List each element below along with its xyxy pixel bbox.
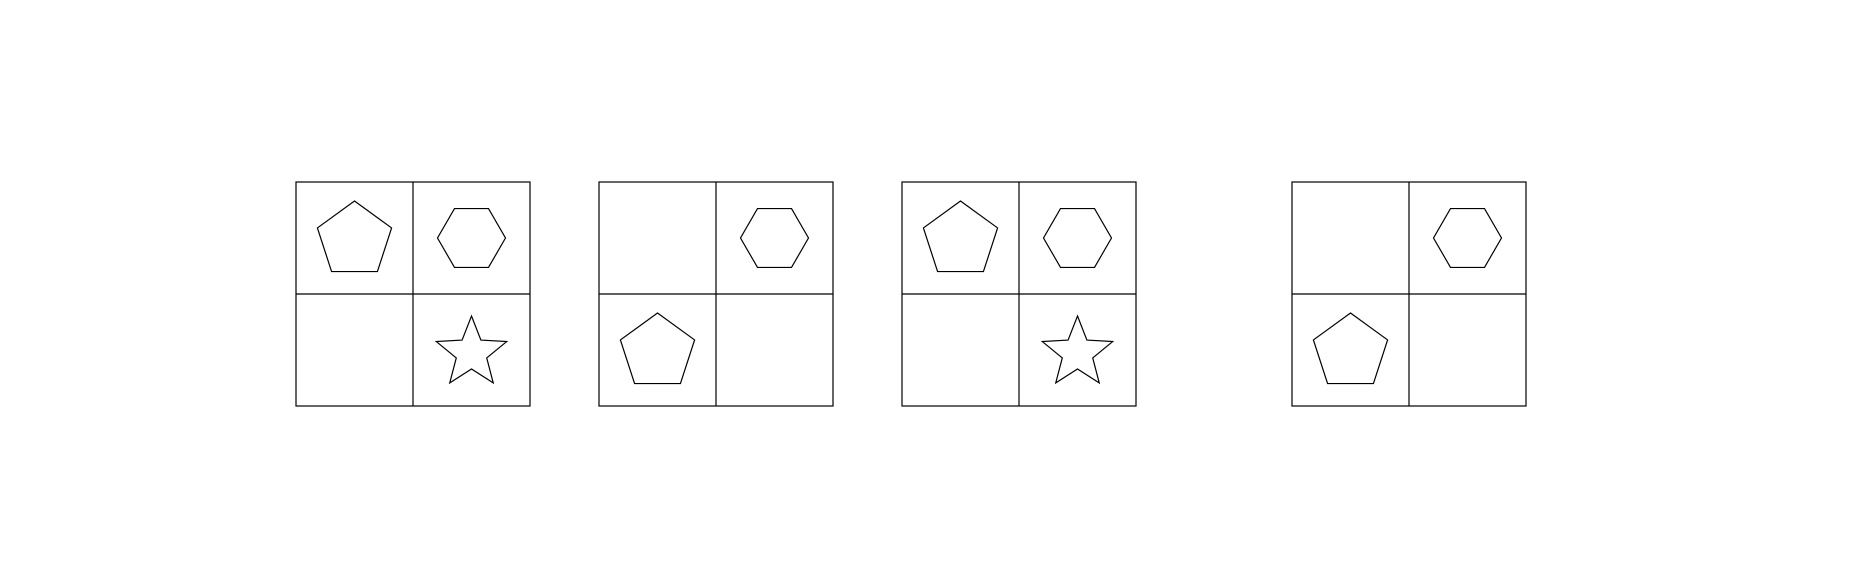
hexagon-icon xyxy=(1432,207,1503,269)
panel-4 xyxy=(1291,181,1527,407)
pentagon-icon xyxy=(619,312,696,385)
grid-cell xyxy=(1312,312,1389,385)
grid-cell xyxy=(619,312,696,385)
star-icon xyxy=(1040,314,1115,385)
pentagon-icon xyxy=(922,200,999,273)
grid-cell xyxy=(1042,207,1113,269)
hexagon-icon xyxy=(436,207,507,269)
star-icon xyxy=(434,314,509,385)
hexagon-icon xyxy=(739,207,810,269)
panel-2 xyxy=(598,181,834,407)
panel-1 xyxy=(295,181,531,407)
pentagon-icon xyxy=(316,200,393,273)
pentagon-icon xyxy=(1312,312,1389,385)
panel-3 xyxy=(901,181,1137,407)
grid-cell xyxy=(434,314,509,385)
grid-cell xyxy=(1040,314,1115,385)
grid-cell xyxy=(316,200,393,273)
grid-cell xyxy=(1432,207,1503,269)
grid-cell xyxy=(436,207,507,269)
hexagon-icon xyxy=(1042,207,1113,269)
grid-cell xyxy=(739,207,810,269)
grid-cell xyxy=(922,200,999,273)
